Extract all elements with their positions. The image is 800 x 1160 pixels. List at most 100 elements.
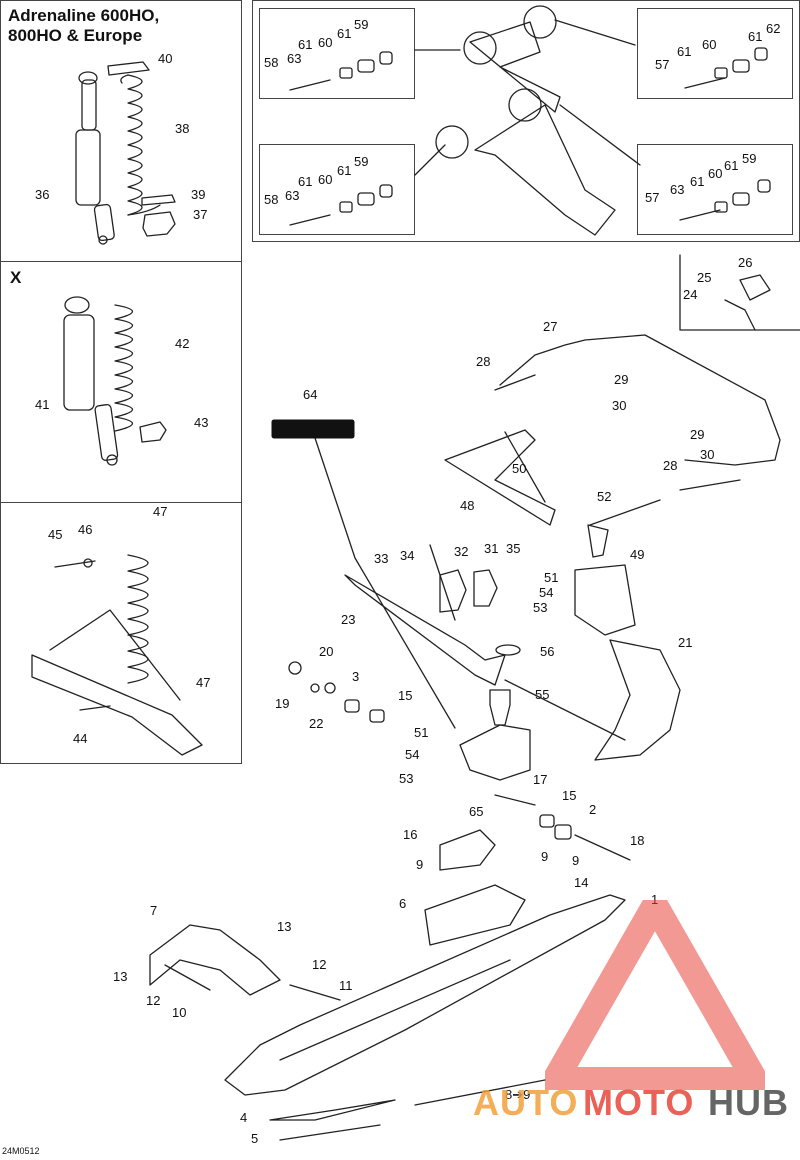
callout-14: 14 (574, 875, 589, 890)
panel-title-line1: Adrenaline 600HO, (8, 6, 160, 25)
callout-6: 6 (399, 896, 407, 911)
callout-41: 41 (35, 397, 50, 412)
callout-9-c: 9 (572, 853, 580, 868)
callout-40: 40 (158, 51, 173, 66)
callout-12-left: 12 (146, 993, 161, 1008)
callout-b2-58: 58 (264, 192, 279, 207)
callout-42: 42 (175, 336, 190, 351)
callout-22: 22 (309, 716, 324, 731)
mount-31 (473, 569, 498, 607)
ball-joint-55 (489, 689, 511, 726)
ski-1 (224, 894, 626, 1096)
callout-b3-57: 57 (655, 57, 670, 72)
ski-saddle-6 (424, 884, 526, 946)
bushing-15b (539, 814, 555, 828)
callout-28-lower: 28 (663, 458, 678, 473)
callout-44: 44 (73, 731, 88, 746)
callout-b2-61b: 61 (337, 163, 352, 178)
callout-54-upper: 54 (539, 585, 554, 600)
callout-4: 4 (240, 1110, 248, 1125)
washer-20 (288, 661, 302, 675)
callout-25: 25 (697, 270, 712, 285)
bolt-10 (164, 964, 211, 991)
sway-bar-27 (499, 334, 781, 466)
callout-13-right: 13 (277, 919, 292, 934)
callout-36: 36 (35, 187, 50, 202)
callout-56: 56 (540, 644, 555, 659)
sway-bar-28-upper (494, 374, 536, 391)
callout-35: 35 (506, 541, 521, 556)
bushing-bolt-b2 (289, 214, 331, 226)
callout-b3-62: 62 (766, 21, 781, 36)
watermark-logo-triangle (545, 900, 765, 1090)
nut-46 (83, 558, 93, 568)
bushing-bolt-b4 (679, 209, 721, 221)
callout-b2-60: 60 (318, 172, 333, 187)
callout-10: 10 (172, 1005, 187, 1020)
bushing-eye-2 (523, 5, 557, 39)
callout-3: 3 (352, 669, 360, 684)
bushing-bolt-b3 (684, 77, 726, 89)
callout-9-a: 9 (416, 857, 424, 872)
pin-17 (494, 794, 536, 806)
callout-43: 43 (194, 415, 209, 430)
callout-29-lower: 29 (690, 427, 705, 442)
sway-bar-28-lower (679, 479, 741, 491)
callout-24: 24 (683, 287, 698, 302)
bushing-2 (554, 824, 572, 840)
bushing-eye (463, 31, 497, 65)
shock-absorber-41 (63, 296, 119, 466)
callout-b1-59: 59 (354, 17, 369, 32)
bolt-11 (289, 984, 341, 1001)
fitting-43 (139, 421, 167, 443)
callout-20: 20 (319, 644, 334, 659)
callout-27: 27 (543, 319, 558, 334)
callout-52: 52 (597, 489, 612, 504)
callout-7: 7 (150, 903, 158, 918)
diagram-code: 24M0512 (2, 1146, 40, 1156)
callout-33: 33 (374, 551, 389, 566)
spindle-guard-21 (594, 639, 681, 761)
spindle (459, 564, 636, 781)
decal-64 (271, 419, 355, 439)
mount-32 (439, 569, 467, 613)
bushing-box-4 (637, 144, 793, 235)
callout-47-bottom: 47 (196, 675, 211, 690)
panel-title-line2: 800HO & Europe (8, 26, 143, 45)
callout-21: 21 (678, 635, 693, 650)
bolt-44 (79, 705, 111, 711)
callout-19: 19 (275, 696, 290, 711)
watermark-word-auto: AUTO (473, 1082, 579, 1123)
callout-23: 23 (341, 612, 356, 627)
upper-a-arm-48 (444, 429, 556, 526)
callout-55: 55 (535, 687, 550, 702)
callout-16: 16 (403, 827, 418, 842)
runner-8-9 (414, 1079, 546, 1106)
adjuster-37 (142, 211, 176, 237)
callout-48: 48 (460, 498, 475, 513)
carbide-runner-4 (269, 1099, 396, 1121)
spring-seat-40 (107, 61, 150, 76)
leader-line-64 (314, 437, 456, 729)
shock-absorber-36 (75, 71, 115, 245)
leader-line-56 (504, 679, 626, 741)
callout-30-upper: 30 (612, 398, 627, 413)
callout-39: 39 (191, 187, 206, 202)
callout-49: 49 (630, 547, 645, 562)
callout-46: 46 (78, 522, 93, 537)
callout-b4-59: 59 (742, 151, 757, 166)
callout-12-right: 12 (312, 957, 327, 972)
callout-b4-57: 57 (645, 190, 660, 205)
bolt-18 (574, 834, 631, 861)
callout-b1-58: 58 (264, 55, 279, 70)
coil-spring-42 (114, 304, 134, 432)
bolt-45 (54, 560, 96, 568)
callout-54-lower: 54 (405, 747, 420, 762)
callout-b1-61b: 61 (337, 26, 352, 41)
callout-32: 32 (454, 544, 469, 559)
callout-b3-61a: 61 (677, 44, 692, 59)
spring-assembly-side (127, 554, 149, 684)
callout-37: 37 (193, 207, 208, 222)
callout-b3-60: 60 (702, 37, 717, 52)
callout-b4-61b: 61 (724, 158, 739, 173)
